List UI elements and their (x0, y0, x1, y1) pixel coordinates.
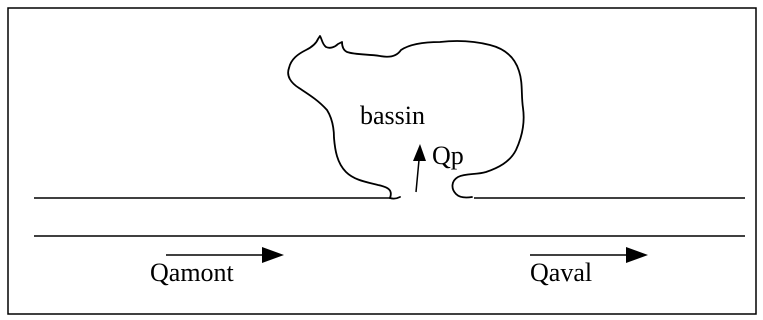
basin-outline (287, 35, 525, 199)
upstream-flow-arrowhead (262, 247, 284, 263)
pump-flow-arrowhead (413, 144, 426, 161)
basin-label: bassin (360, 101, 425, 130)
downstream-flow-arrowhead (626, 247, 648, 263)
pump-flow-arrow-shaft (415, 159, 420, 193)
pump-flow-label: Qp (432, 141, 464, 170)
downstream-flow-label: Qaval (530, 258, 592, 287)
basin-outlet-contour (389, 196, 401, 200)
upstream-flow-label: Qamont (150, 258, 235, 287)
outer-border (7, 7, 757, 315)
